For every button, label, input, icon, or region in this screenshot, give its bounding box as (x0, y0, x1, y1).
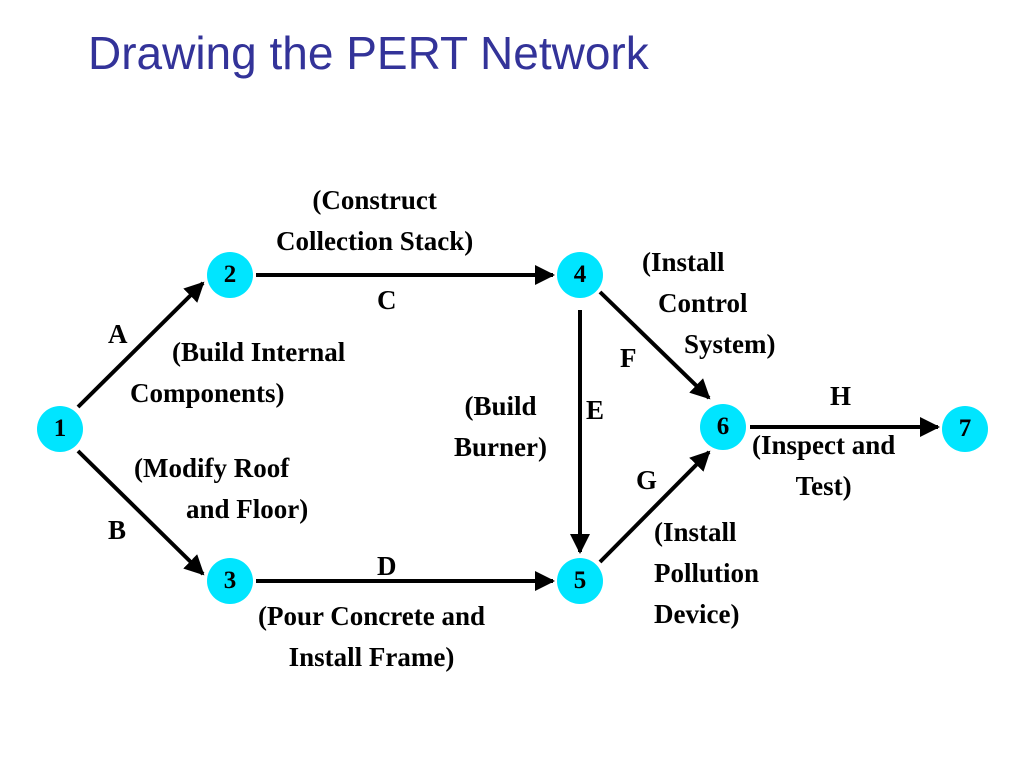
arrow-activity-g (598, 450, 711, 564)
activity-letter-f: F (620, 343, 637, 373)
activity-desc-line: System) (684, 329, 776, 359)
arrow-activity-f (598, 290, 711, 400)
node-1: 1 (37, 406, 83, 452)
activity-letter-b: B (108, 515, 127, 545)
activity-desc-line: (Construct (312, 185, 437, 215)
activity-desc-g: (Install Pollution Device) (654, 512, 759, 635)
slide-title: Drawing the PERT Network (88, 27, 649, 79)
activity-desc-line: (Build (464, 391, 537, 421)
arrow-activity-a (76, 281, 205, 409)
activity-desc-line: (Inspect and (752, 430, 896, 460)
activity-letter-g: G (636, 465, 658, 495)
activity-desc-h: (Inspect and Test) (752, 425, 895, 507)
activity-desc-line: (Install (642, 247, 725, 277)
arrow-activity-b (76, 449, 205, 576)
activity-desc-d: (Pour Concrete and Install Frame) (258, 596, 485, 678)
activity-desc-line: (Install (654, 517, 737, 547)
activity-desc-line: Burner) (454, 432, 547, 462)
node-4: 4 (557, 252, 603, 298)
activity-desc-b: (Modify Roof and Floor) (134, 448, 308, 530)
node-5: 5 (557, 558, 603, 604)
activity-desc-line: (Modify Roof (134, 453, 290, 483)
activity-letter-d: D (377, 551, 397, 581)
activity-letter-a: A (108, 319, 128, 349)
activity-desc-line: Device) (654, 599, 740, 629)
activity-desc-line: Control (658, 288, 748, 318)
node-6: 6 (700, 404, 746, 450)
node-3: 3 (207, 558, 253, 604)
activity-desc-line: and Floor) (186, 494, 309, 524)
activity-letter-e: E (586, 395, 605, 425)
activity-desc-line: Components) (130, 378, 285, 408)
activity-desc-line: Install Frame) (288, 642, 455, 672)
activity-desc-line: (Build Internal (172, 337, 346, 367)
node-2: 2 (207, 252, 253, 298)
activity-desc-line: Collection Stack) (276, 226, 474, 256)
activity-desc-e: (Build Burner) (454, 386, 547, 468)
activity-desc-c: (Construct Collection Stack) (276, 180, 473, 262)
activity-desc-line: Pollution (654, 558, 760, 588)
activity-letter-c: C (377, 285, 397, 315)
activity-letter-h: H (830, 381, 852, 411)
activity-desc-a: (Build Internal Components) (130, 332, 345, 414)
activity-desc-line: (Pour Concrete and (258, 601, 485, 631)
activity-desc-f: (Install Control System) (642, 242, 775, 365)
activity-desc-line: Test) (795, 471, 852, 501)
node-7: 7 (942, 406, 988, 452)
